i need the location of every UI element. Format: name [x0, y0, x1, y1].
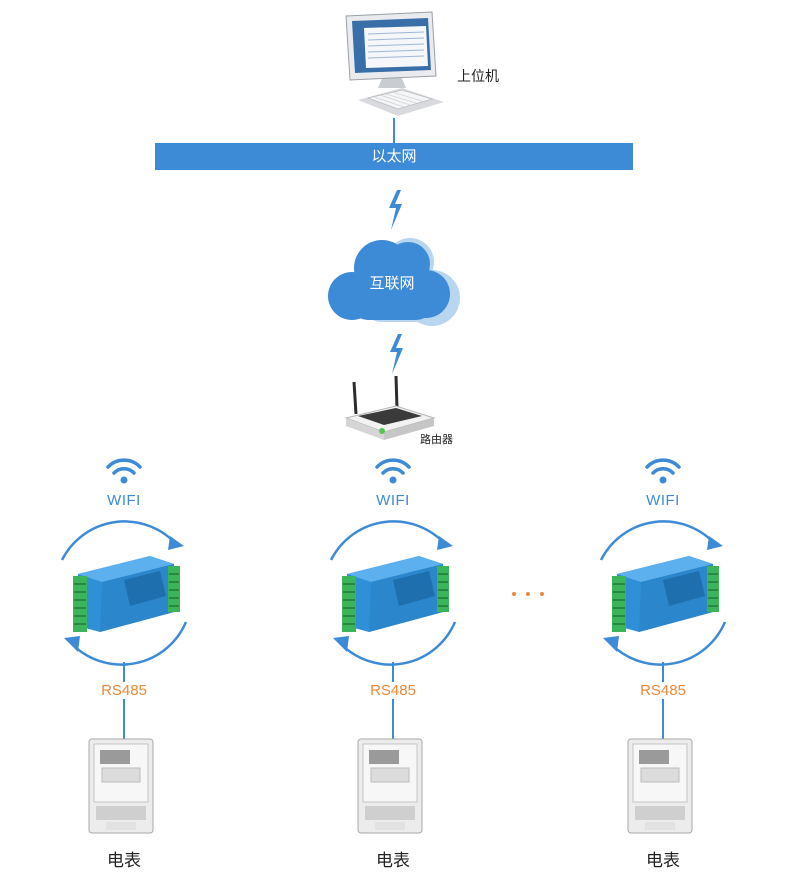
- meter-icon: [627, 738, 693, 834]
- wifi-label: WIFI: [376, 492, 410, 509]
- lightning-icon: [389, 190, 402, 230]
- meter-icon: [88, 738, 154, 834]
- ethernet-label: 以太网: [371, 148, 417, 165]
- ellipsis-dot: [540, 592, 544, 596]
- rs485-label: RS485: [84, 682, 164, 699]
- module-icon: [73, 556, 180, 632]
- meter-icon: [357, 738, 423, 834]
- internet-label: 互联网: [369, 275, 415, 292]
- wifi-icon: [645, 458, 681, 484]
- wifi-label: WIFI: [107, 492, 141, 509]
- host-label: 上位机: [457, 68, 499, 84]
- rs485-label: RS485: [353, 682, 433, 699]
- lightning-icon: [390, 334, 403, 374]
- cycle-arrows: [60, 520, 188, 666]
- meter-label: 电表: [376, 851, 410, 870]
- cycle-arrows: [599, 520, 727, 666]
- wifi-label: WIFI: [646, 492, 680, 509]
- router-label: 路由器: [420, 434, 453, 446]
- wifi-icon: [106, 458, 142, 484]
- ethernet-bus: [155, 143, 633, 170]
- meter-label: 电表: [646, 851, 680, 870]
- cycle-arrows: [329, 520, 457, 666]
- computer-icon: [345, 11, 444, 116]
- cloud-icon: [328, 238, 460, 326]
- module-icon: [612, 556, 719, 632]
- module-icon: [342, 556, 449, 632]
- ellipsis-dot: [526, 592, 530, 596]
- wifi-icon: [375, 458, 411, 484]
- ellipsis-dot: [512, 592, 516, 596]
- rs485-label: RS485: [623, 682, 703, 699]
- router-icon: [344, 375, 436, 440]
- meter-label: 电表: [107, 851, 141, 870]
